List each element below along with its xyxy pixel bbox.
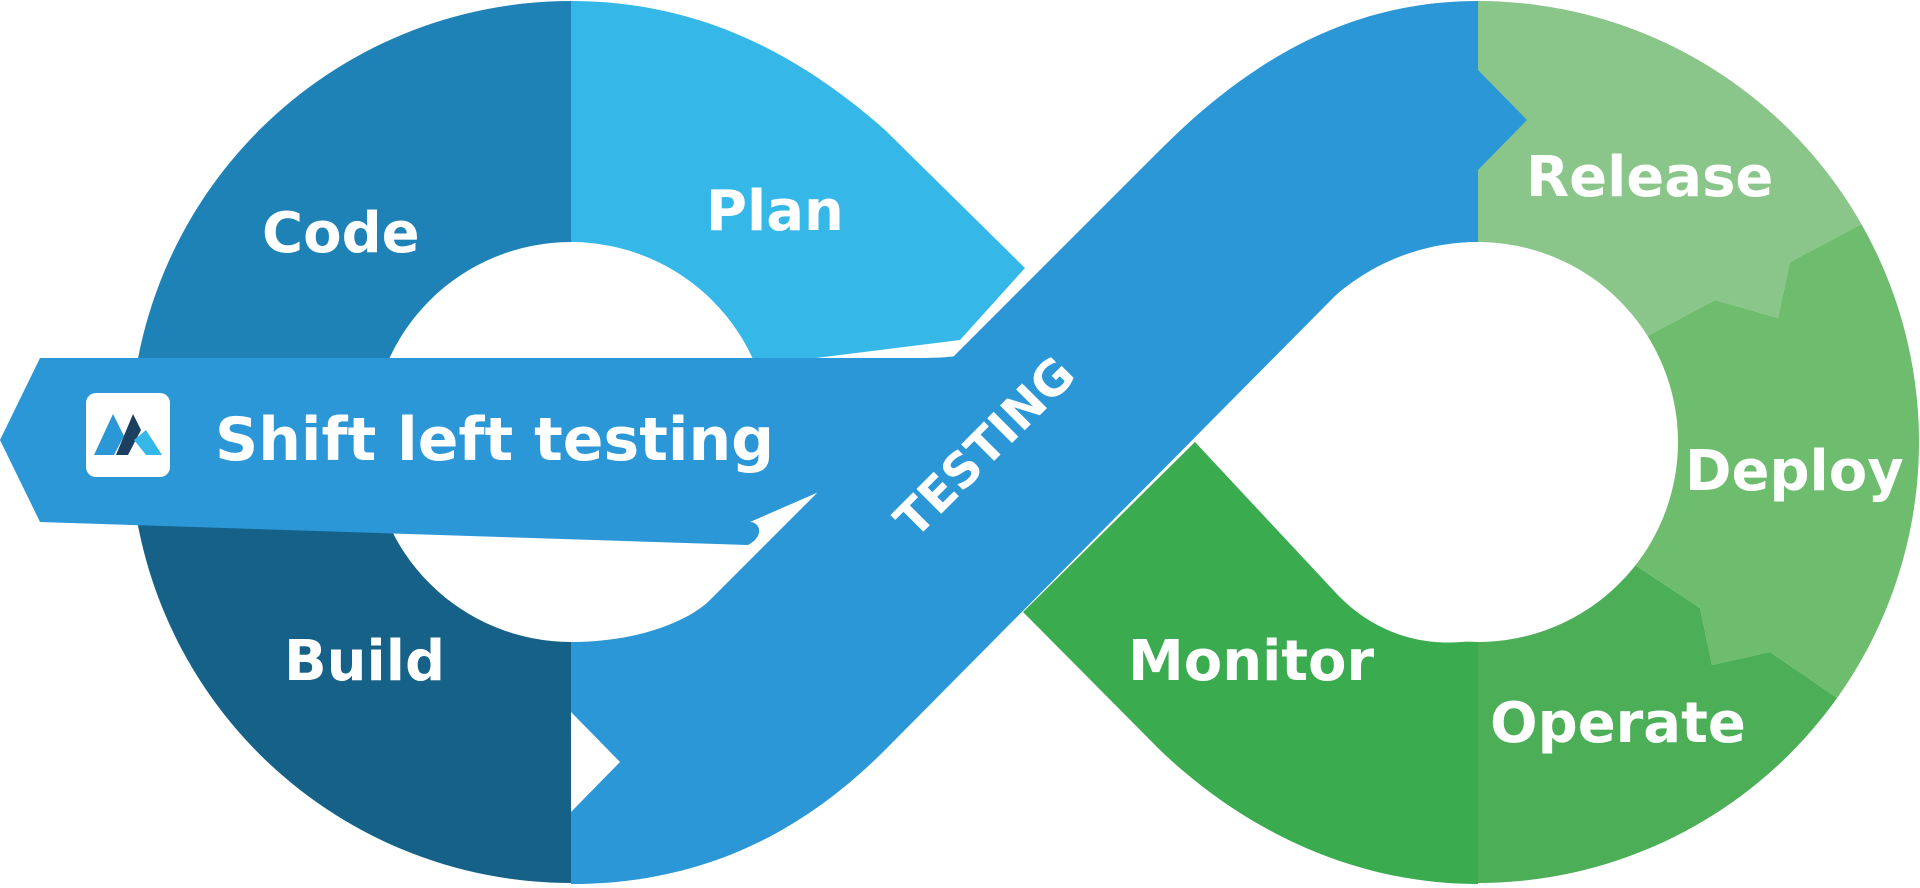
testing-band: [571, 1, 1527, 884]
stage-label-operate: Operate: [1490, 691, 1746, 756]
shift-left-banner: [0, 320, 1030, 545]
stage-label-deploy: Deploy: [1685, 439, 1904, 504]
stage-label-code: Code: [262, 201, 420, 266]
stage-label-build: Build: [284, 629, 445, 694]
stage-label-release: Release: [1526, 145, 1773, 210]
stage-label-monitor: Monitor: [1128, 629, 1375, 694]
banner-label: Shift left testing: [215, 405, 774, 475]
brand-logo-icon: [94, 414, 162, 455]
stage-label-plan: Plan: [706, 179, 844, 244]
deploy-segment: [1478, 220, 1919, 700]
monitor-segment: [1023, 442, 1478, 884]
code-plan-notch: [521, 70, 571, 242]
plan-segment: [571, 1, 1025, 360]
